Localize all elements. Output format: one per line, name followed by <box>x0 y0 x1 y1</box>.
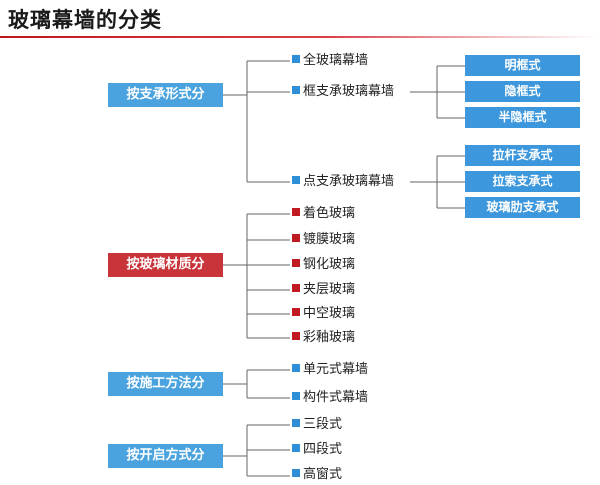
item-label: 镀膜玻璃 <box>303 232 356 247</box>
bullet-square-icon <box>292 392 300 400</box>
material-item-insulated: 中空玻璃 <box>292 304 355 324</box>
bullet-square-icon <box>292 259 300 267</box>
connector-point-branch <box>410 155 465 209</box>
construction-item-unitized: 单元式幕墙 <box>292 360 368 380</box>
item-label: 构件式幕墙 <box>303 390 369 405</box>
frame-type-semi-hidden: 半隐框式 <box>465 107 580 128</box>
bullet-square-icon <box>292 234 300 242</box>
category-support: 按支承形式分 <box>108 83 223 107</box>
connector-material-trunk <box>223 213 290 339</box>
material-item-tempered: 钢化玻璃 <box>292 255 355 275</box>
bullet-square-icon <box>292 419 300 427</box>
point-type-rod: 拉杆支承式 <box>465 145 580 166</box>
material-item-laminated: 夹层玻璃 <box>292 280 355 300</box>
frame-type-exposed: 明框式 <box>465 55 580 76</box>
item-label: 四段式 <box>303 442 343 457</box>
opening-item-four-section: 四段式 <box>292 440 342 460</box>
bullet-square-icon <box>292 469 300 477</box>
bullet-square-icon <box>292 176 300 184</box>
point-type-glass-fin: 玻璃肋支承式 <box>465 197 580 218</box>
bullet-square-icon <box>292 332 300 340</box>
connector-frame-branch <box>410 65 465 119</box>
category-opening: 按开启方式分 <box>108 444 223 468</box>
opening-item-high-window: 高窗式 <box>292 465 342 485</box>
item-label: 三段式 <box>303 417 343 432</box>
connector-construction-trunk <box>223 369 290 399</box>
title-underline <box>0 36 600 38</box>
bullet-square-icon <box>292 284 300 292</box>
support-item-full-glass: 全玻璃幕墙 <box>292 51 368 71</box>
category-material: 按玻璃材质分 <box>108 253 223 277</box>
item-label: 单元式幕墙 <box>303 362 369 377</box>
bullet-square-icon <box>292 208 300 216</box>
bullet-square-icon <box>292 308 300 316</box>
item-label: 着色玻璃 <box>303 206 356 221</box>
support-item-frame: 框支承玻璃幕墙 <box>292 82 394 102</box>
opening-item-three-section: 三段式 <box>292 415 342 435</box>
bullet-square-icon <box>292 364 300 372</box>
material-item-enameled: 彩釉玻璃 <box>292 328 355 348</box>
item-label: 点支承玻璃幕墙 <box>303 174 395 189</box>
frame-type-hidden: 隐框式 <box>465 81 580 102</box>
item-label: 框支承玻璃幕墙 <box>303 84 395 99</box>
connector-support-trunk <box>223 60 290 183</box>
bullet-square-icon <box>292 86 300 94</box>
item-label: 彩釉玻璃 <box>303 330 356 345</box>
material-item-coated: 镀膜玻璃 <box>292 230 355 250</box>
item-label: 夹层玻璃 <box>303 282 356 297</box>
bullet-square-icon <box>292 444 300 452</box>
item-label: 中空玻璃 <box>303 306 356 321</box>
point-type-cable: 拉索支承式 <box>465 171 580 192</box>
item-label: 高窗式 <box>303 467 343 482</box>
page-title: 玻璃幕墙的分类 <box>8 8 162 32</box>
bullet-square-icon <box>292 55 300 63</box>
construction-item-stick: 构件式幕墙 <box>292 388 368 408</box>
item-label: 全玻璃幕墙 <box>303 53 369 68</box>
support-item-point: 点支承玻璃幕墙 <box>292 172 394 192</box>
material-item-tinted: 着色玻璃 <box>292 204 355 224</box>
item-label: 钢化玻璃 <box>303 257 356 272</box>
connector-opening-trunk <box>223 424 290 477</box>
category-construction: 按施工方法分 <box>108 372 223 396</box>
